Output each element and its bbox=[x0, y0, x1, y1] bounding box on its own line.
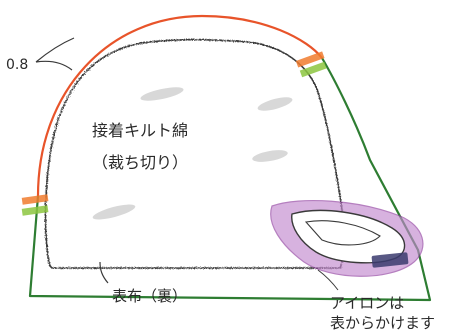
outer-fabric-top-outline bbox=[36, 14, 324, 198]
outer-fabric-pointer bbox=[99, 261, 109, 284]
left-notch-mark bbox=[21, 194, 49, 216]
iron-note-line1: アイロンは bbox=[330, 294, 404, 312]
outer-fabric-label: 表布（裏） bbox=[112, 287, 187, 305]
seam-allowance-pointer bbox=[35, 37, 75, 71]
iron-pointer bbox=[317, 269, 339, 291]
seam-allowance-label: 0.8 bbox=[6, 57, 28, 73]
right-notch-mark bbox=[295, 51, 327, 78]
outer-fabric-bottom-outline bbox=[28, 57, 432, 302]
iron-icon bbox=[270, 199, 424, 277]
batting-label-line2: （裁ち切り） bbox=[92, 153, 188, 172]
batting-texture bbox=[92, 87, 293, 220]
iron-note-line2: 表からかけます bbox=[330, 314, 435, 332]
batting-label-line1: 接着キルト綿 bbox=[92, 121, 188, 140]
